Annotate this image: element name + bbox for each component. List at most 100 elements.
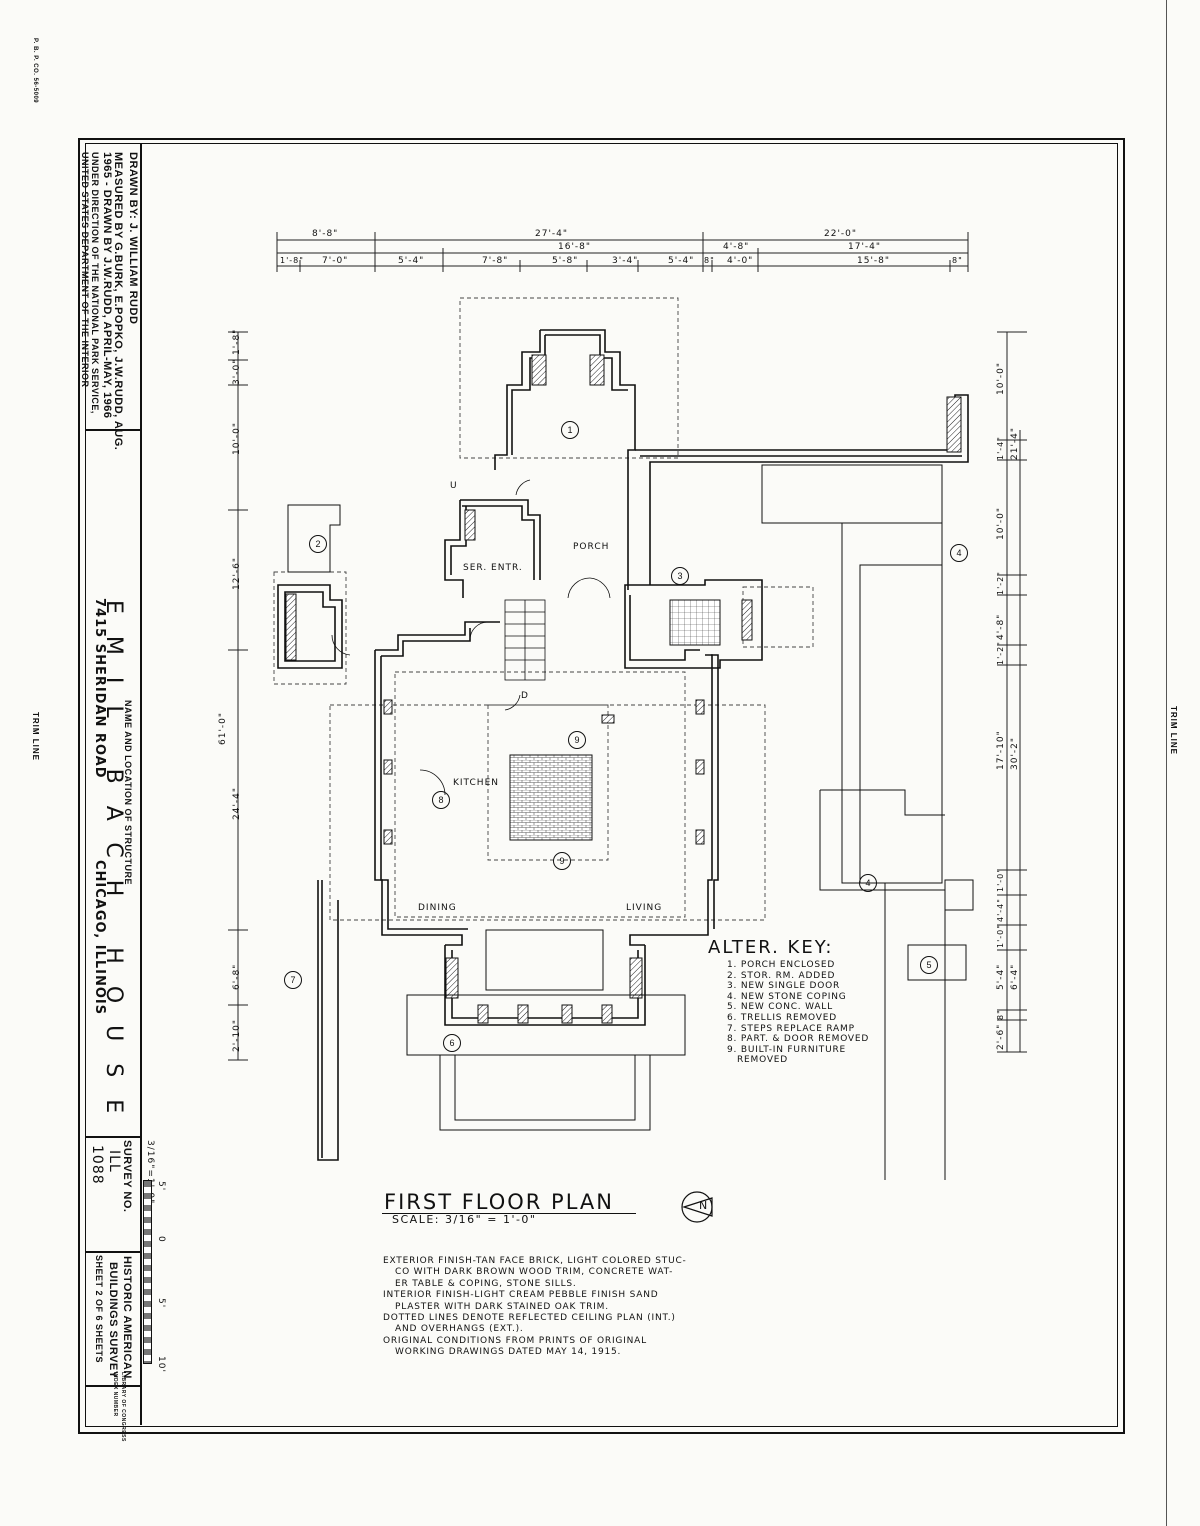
left-dimension-lines [228,331,248,1061]
callout-4: 4 [859,874,877,892]
callout-8: 8 [432,791,450,809]
note-line: AND OVERHANGS (EXT.). [395,1324,524,1335]
stair [504,599,546,681]
yard-structures [761,464,974,1180]
dim-top: 3'-4" [612,256,639,266]
dim-right: 30'-2" [1010,736,1020,770]
title-block-divider [85,1136,140,1138]
dim-left: 61'-0" [218,711,228,745]
sheet-border [78,138,1125,1434]
dim-right: 1'-4" [996,436,1005,460]
callout-9: 9 [568,731,586,749]
alter-key-item: 5. NEW CONC. WALL [727,1002,833,1013]
dim-left: 10'-0" [232,421,242,455]
alter-key-item: 6. TRELLIS REMOVED [727,1012,837,1023]
dim-top: 16'-8" [558,242,592,252]
alter-key-item: 9. BUILT-IN FURNITURE [727,1044,847,1055]
alter-key-item: 4. NEW STONE COPING [727,991,847,1002]
room-label-living: LIVING [626,903,663,913]
callout-4: 4 [950,544,968,562]
note-line: INTERIOR FINISH-LIGHT CREAM PEBBLE FINIS… [383,1290,659,1301]
walls [277,329,969,1161]
right-edge-line [1166,0,1167,1526]
dim-top: 1'-8" [280,256,304,265]
dim-right: 1'-2" [996,641,1005,665]
room-label-porch: PORCH [573,542,610,552]
room-label-dining: DINING [418,903,457,913]
dim-right: 1'-0" [996,868,1005,892]
dim-right: 4'-4" [996,898,1005,922]
dim-left: 2'-10" [232,1018,242,1052]
room-label-service-entry: SER. ENTR. [463,563,523,573]
dim-left: 12'-6" [232,556,242,590]
alter-key-item: 2. STOR. RM. ADDED [727,970,836,981]
dim-top: 15'-8" [857,256,891,266]
dim-top: 27'-4" [535,229,569,239]
dim-top: 7'-8" [482,256,509,266]
dim-top: 8" [952,256,963,265]
entry-tile [669,599,721,646]
right-dimension-lines [997,331,1027,1053]
dim-top: 5'-4" [398,256,425,266]
piers [285,354,962,1024]
dim-right: 5'-4" [996,963,1006,990]
callout-9: 9 [553,852,571,870]
plan-title: FIRST FLOOR PLAN [384,1190,614,1214]
alter-key-item: REMOVED [737,1055,789,1066]
alter-key-item: 8. PART. & DOOR REMOVED [727,1034,870,1045]
terrace [406,929,686,1131]
note-line: PLASTER WITH DARK STAINED OAK TRIM. [395,1301,609,1312]
sheet-inner-border [85,143,1118,1427]
dim-top: 7'-0" [322,256,349,266]
dim-top: 22'-0" [824,229,858,239]
callout-3: 3 [671,567,689,585]
plan-scale: SCALE: 3/16" = 1'-0" [392,1213,537,1226]
dim-top: 8'-8" [312,229,339,239]
dim-top: 17'-4" [848,242,882,252]
dim-top: 8" [704,256,715,265]
dim-top: 5'-8" [552,256,579,266]
title-block [85,143,142,1425]
dim-right: 6'-4" [1010,963,1020,990]
dim-top: 4'-8" [723,242,750,252]
dim-left: 6'-8" [232,963,242,990]
top-dimension-lines [276,232,969,272]
room-label-kitchen: KITCHEN [453,778,499,788]
note-line: ER TABLE & COPING, STONE SILLS. [395,1278,577,1289]
stair-up-label: U [450,481,458,491]
alter-key-title: ALTER. KEY: [708,937,834,958]
dim-right: 1'-2" [996,571,1005,595]
note-line: WORKING DRAWINGS DATED MAY 14, 1915. [395,1347,622,1358]
door-swings [331,479,611,796]
alter-key-item: 7. STEPS REPLACE RAMP [727,1023,855,1034]
dim-right: 2'-6" [996,1023,1006,1050]
note-line: DOTTED LINES DENOTE REFLECTED CEILING PL… [383,1313,676,1324]
bar-scale [143,1180,152,1364]
dim-right: 1'-0" [996,924,1005,948]
alter-key-item: 3. NEW SINGLE DOOR [727,981,841,992]
dim-left: 1'-8" [232,328,242,355]
dim-right: 4'-8" [996,613,1006,640]
callout-6: 6 [443,1034,461,1052]
dim-right: 10'-0" [996,506,1006,540]
callout-7: 7 [284,971,302,989]
north-arrow [681,1191,713,1223]
north-label: N [699,1199,709,1212]
dim-right: 21'-4" [1010,426,1020,460]
callout-5: 5 [920,956,938,974]
dim-top: 5'-4" [668,256,695,266]
dim-right: 17'-10" [996,730,1006,770]
note-line: CO WITH DARK BROWN WOOD TRIM, CONCRETE W… [395,1267,674,1278]
callout-2: 2 [309,535,327,553]
dim-right: 10'-0" [996,361,1006,395]
title-block-divider [85,429,140,431]
dim-right: 8" [996,1009,1005,1020]
fireplace [509,754,593,841]
stair-down-label: D [521,691,529,701]
title-block-divider [85,1385,140,1387]
alter-key-list: 1. PORCH ENCLOSED 2. STOR. RM. ADDED 3. … [727,960,869,1066]
dim-left: 3'-0" [232,358,242,385]
title-block-divider [85,1251,140,1253]
note-line: ORIGINAL CONDITIONS FROM PRINTS OF ORIGI… [383,1335,647,1346]
